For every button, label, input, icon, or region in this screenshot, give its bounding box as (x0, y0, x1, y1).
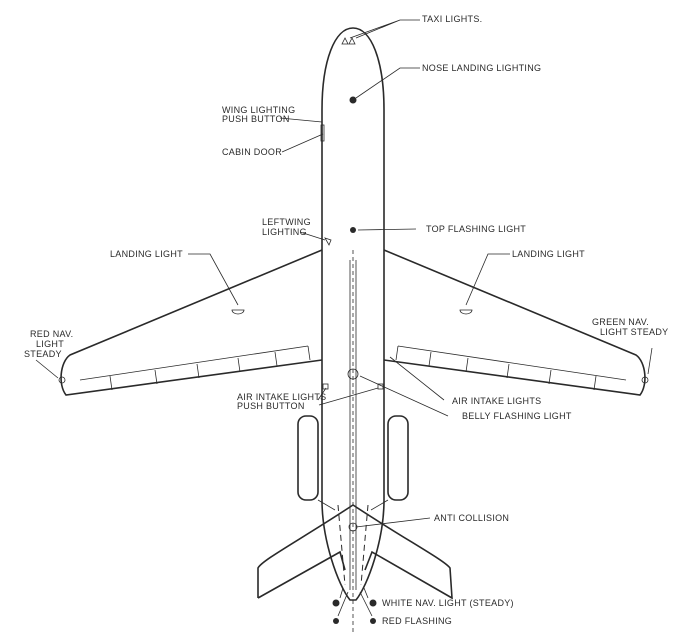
left-engine (297, 415, 319, 501)
top-flashing-light-icon (350, 227, 356, 233)
air-intake-push-button-label: AIR INTAKE LIGHTS (237, 392, 326, 402)
air-intake-push-button-label: PUSH BUTTON (237, 401, 305, 411)
leftwing-lighting-label: LIGHTING (262, 227, 307, 237)
nose-landing-light-icon (349, 96, 357, 104)
right-wing (383, 249, 646, 396)
air-intake-lights-label: AIR INTAKE LIGHTS (452, 396, 541, 406)
fuselage (321, 27, 385, 601)
leftwing-lighting-label: LEFTWING (262, 217, 311, 227)
white-nav-light-label: WHITE NAV. LIGHT (STEADY) (382, 598, 514, 608)
fuselage-spine (349, 260, 357, 590)
white-nav-light-icon (332, 599, 340, 607)
wing-lighting-push-button-label: WING LIGHTING (222, 105, 295, 115)
red-nav-light-label: STEADY (24, 349, 62, 359)
red-nav-light-label: LIGHT (36, 339, 64, 349)
wing-lighting-push-button-label: PUSH BUTTON (222, 114, 290, 124)
red-nav-light-icon (58, 376, 66, 384)
white-nav-light-icon (369, 599, 377, 607)
red-nav-light-label: RED NAV. (30, 329, 73, 339)
top-flashing-light-label: TOP FLASHING LIGHT (426, 224, 526, 234)
red-flashing-label: RED FLASHING (382, 616, 452, 626)
red-flashing-light-icon (333, 618, 339, 624)
cabin-door-label: CABIN DOOR (222, 147, 282, 157)
nose-landing-lighting-label: NOSE LANDING LIGHTING (422, 63, 541, 73)
taxi-lights-icon (341, 37, 356, 45)
cabin-door-icon (320, 124, 325, 142)
green-nav-light-label: LIGHT STEADY (600, 327, 668, 337)
red-flashing-light-icon (370, 618, 376, 624)
anti-collision-label: ANTI COLLISION (434, 513, 509, 523)
landing-light-right-label: LANDING LIGHT (512, 249, 585, 259)
leftwing-lighting-icon (324, 237, 332, 246)
green-nav-light-label: GREEN NAV. (592, 317, 649, 327)
horizontal-stabilizer (257, 504, 453, 600)
right-engine (387, 415, 409, 501)
left-wing (60, 249, 323, 396)
belly-flashing-light-icon (347, 368, 359, 380)
green-nav-light-icon (641, 376, 649, 384)
taxi-lights-label: TAXI LIGHTS. (422, 14, 482, 24)
landing-light-left-label: LANDING LIGHT (110, 249, 183, 259)
belly-flashing-light-label: BELLY FLASHING LIGHT (462, 411, 572, 421)
landing-light-icon (231, 309, 473, 315)
right-flaps (395, 345, 627, 391)
left-flaps (79, 345, 311, 391)
